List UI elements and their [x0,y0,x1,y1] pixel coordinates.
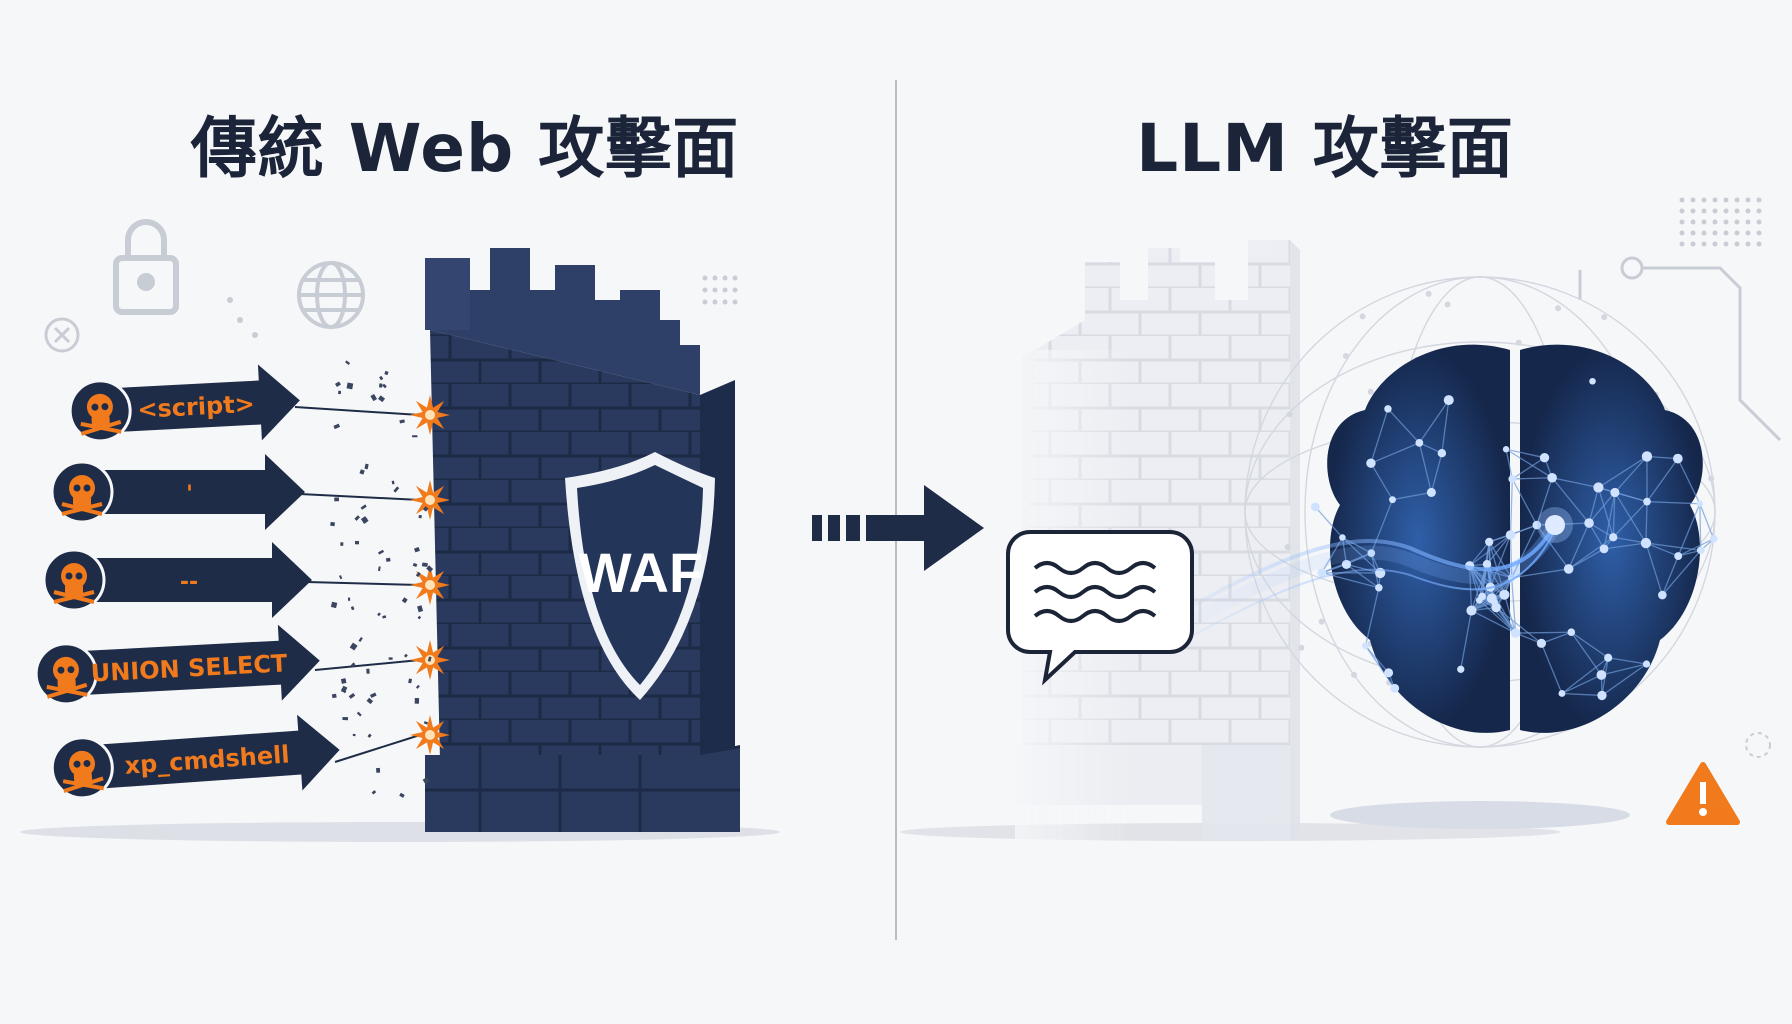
impact-line [314,659,421,671]
impact-burst [410,395,450,435]
impact-line [334,734,421,763]
circuit-decoration [1578,256,1782,442]
impact-burst [410,480,450,520]
skull-icon [42,548,106,612]
waf-castle-tower [425,248,740,832]
attack-arrow: <script> [68,364,300,443]
right-panel-title: LLM 攻擊面 [1136,110,1514,187]
data-stream [1181,507,1573,641]
skull-icon [34,642,98,706]
close-circle-icon [44,317,80,353]
attack-arrow-body [72,714,340,791]
attack-payload-label: <script> [137,390,256,424]
impact-burst [410,715,450,755]
attack-arrow: xp_cmdshell [50,714,340,800]
waf-shield: WAF [565,452,715,700]
lock-icon [113,219,179,315]
attack-arrow-body [91,364,300,441]
attack-payload-label: -- [180,570,198,595]
panel-divider [895,80,897,940]
attack-arrow-body [74,454,305,530]
attack-arrow: ' [50,454,305,530]
dashed-circle-decoration [1745,732,1771,758]
debris-particles [330,360,434,798]
skull-icon [68,379,132,443]
skull-icon [50,736,114,800]
transition-arrow [812,485,984,571]
waf-label: WAF [579,541,703,604]
chat-bubble-icon [1006,530,1194,686]
impact-burst [410,565,450,605]
skull-icon [50,460,114,524]
impact-line [299,493,421,501]
brain-network-icon [1310,344,1718,829]
attack-arrow-body [66,542,312,618]
dot-grid-decoration-right [1679,197,1762,247]
attack-arrow-body [57,624,320,701]
left-panel-title: 傳統 Web 攻擊面 [190,110,740,187]
attack-arrow: -- [42,542,312,618]
globe-icon [297,261,365,329]
impact-line [294,406,421,416]
warning-icon [1666,762,1740,825]
impact-line [306,581,421,586]
attack-arrow: UNION SELECT [34,624,320,706]
dot-grid-decoration [227,275,738,338]
attack-payload-label: ' [186,482,193,507]
